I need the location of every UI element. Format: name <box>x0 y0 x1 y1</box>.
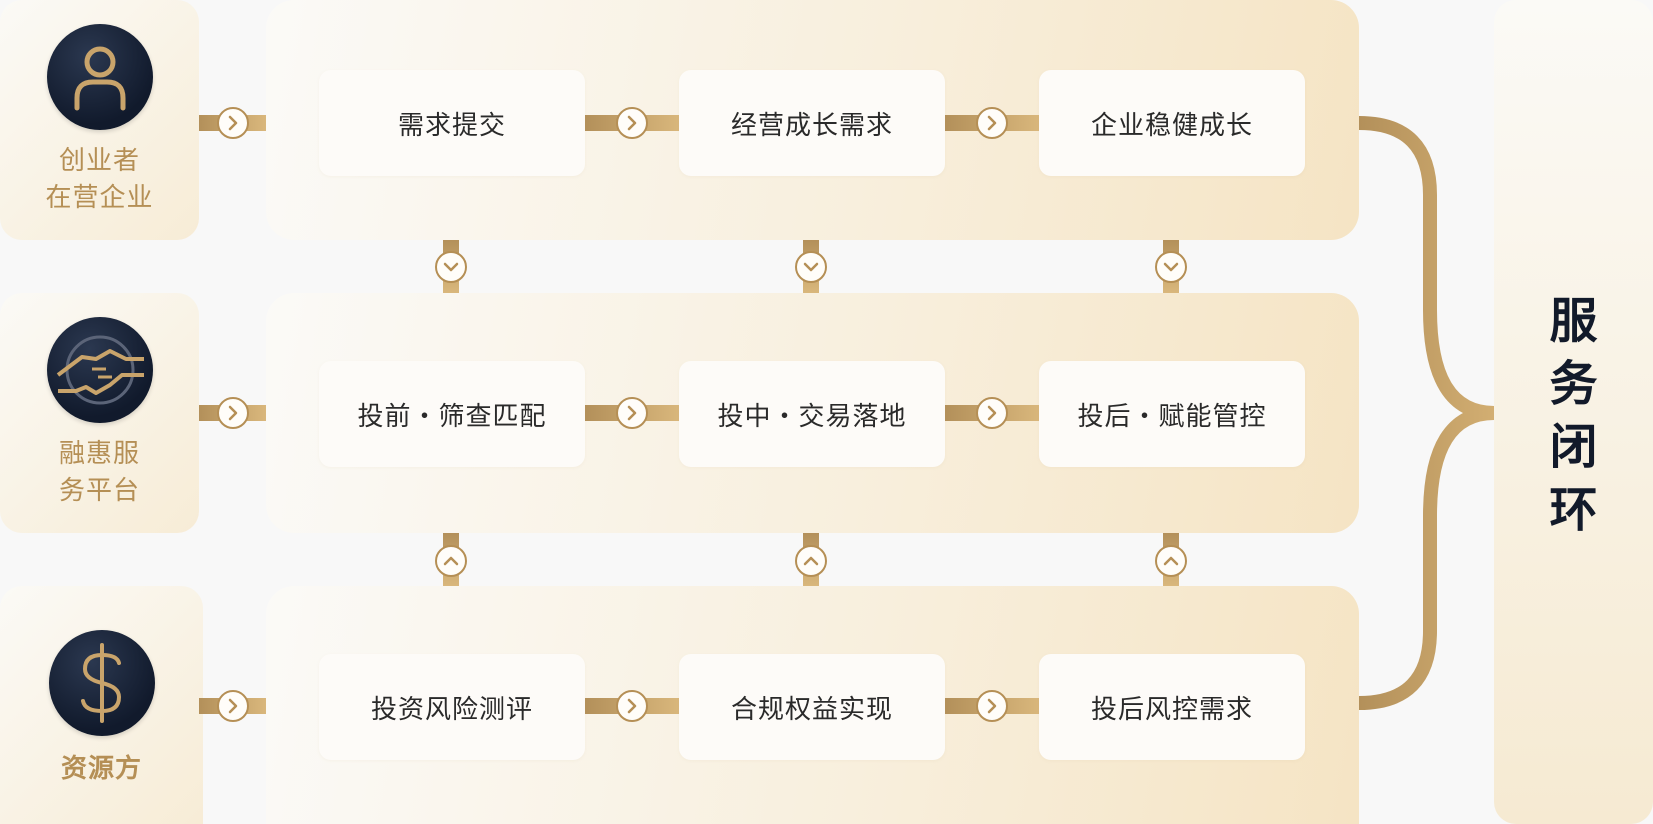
step-box: 投中・交易落地 <box>679 361 945 467</box>
step-box: 合规权益实现 <box>679 654 945 760</box>
chevron-right-icon <box>616 397 648 429</box>
avatar <box>48 630 155 736</box>
chevron-right-icon <box>217 690 249 722</box>
chevron-down-icon <box>795 251 827 283</box>
dollar-icon <box>80 643 121 723</box>
chevron-right-icon <box>976 397 1008 429</box>
chevron-right-icon <box>217 107 249 139</box>
chevron-up-icon <box>795 545 827 577</box>
person-icon <box>74 46 125 111</box>
chevron-up-icon <box>1155 545 1187 577</box>
actor-label: 资源方 <box>60 754 142 784</box>
merge-connector <box>1358 116 1495 710</box>
handshake-icon <box>56 335 144 405</box>
step-box: 经营成长需求 <box>679 70 945 176</box>
outcome-title: 服 务 闭 环 <box>1549 293 1598 538</box>
step-box: 需求提交 <box>319 70 585 176</box>
chevron-right-icon <box>976 690 1008 722</box>
chevron-right-icon <box>976 107 1008 139</box>
actor-label: 务平台 <box>58 476 140 506</box>
chevron-down-icon <box>435 251 467 283</box>
chevron-down-icon <box>1155 251 1187 283</box>
actor-card-platform: 融惠服 务平台 <box>0 293 199 533</box>
step-box: 企业稳健成长 <box>1039 70 1305 176</box>
avatar <box>46 317 153 423</box>
avatar <box>46 24 153 130</box>
actor-label: 在营企业 <box>45 183 154 213</box>
chevron-up-icon <box>435 545 467 577</box>
chevron-right-icon <box>217 397 249 429</box>
chevron-right-icon <box>616 107 648 139</box>
step-box: 投前・筛查匹配 <box>319 361 585 467</box>
actor-card-resource: 资源方 <box>0 586 203 824</box>
step-box: 投资风险测评 <box>319 654 585 760</box>
step-box: 投后风控需求 <box>1039 654 1305 760</box>
actor-card-entrepreneur: 创业者 在营企业 <box>0 0 199 240</box>
chevron-right-icon <box>616 690 648 722</box>
outcome-card: 服 务 闭 环 <box>1494 0 1653 824</box>
actor-label: 融惠服 <box>58 439 140 469</box>
actor-label: 创业者 <box>58 146 140 176</box>
step-box: 投后・赋能管控 <box>1039 361 1305 467</box>
